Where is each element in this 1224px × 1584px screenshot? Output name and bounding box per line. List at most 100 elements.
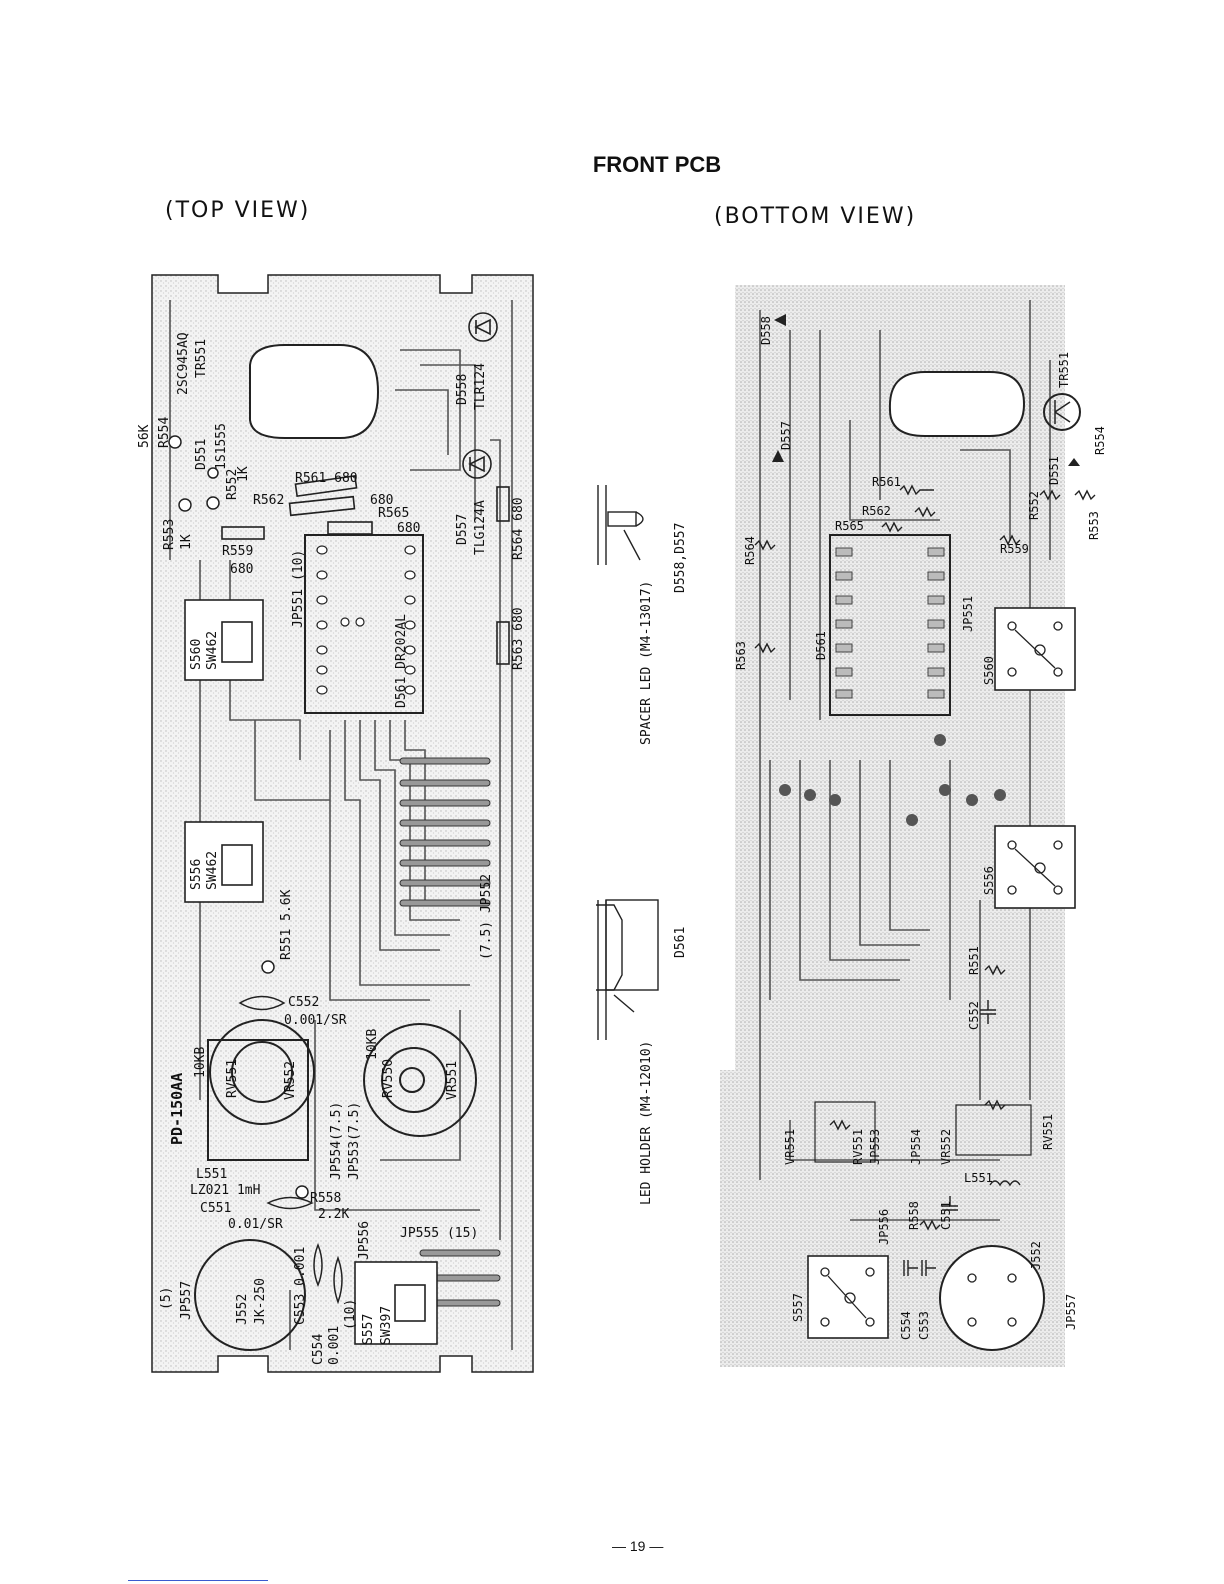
bv-label-jp556: JP556 <box>877 1209 891 1245</box>
spacer-led-parts: D558,D557 <box>673 523 688 593</box>
label-r551: R551 5.6K <box>279 889 294 960</box>
bv-label-c554: C554 <box>899 1311 913 1340</box>
label-r565: R565 <box>378 506 409 521</box>
label-56k: 56K <box>137 424 152 448</box>
page-title: FRONT PCB <box>592 152 722 177</box>
label-j552: J552 <box>235 1294 250 1325</box>
label-jk-250: JK-250 <box>253 1278 268 1325</box>
label-sw397: SW397 <box>379 1306 394 1345</box>
page-number: — 19 — <box>612 1538 664 1554</box>
bv-label-jp553: JP553 <box>868 1129 882 1165</box>
label-r558: R558 <box>310 1191 341 1206</box>
label-pd-150aa: PD-150AA <box>168 1073 186 1145</box>
label-c552-val: 0.001/SR <box>284 1013 347 1028</box>
bv-label-vr552: VR552 <box>939 1129 953 1165</box>
bv-label-r552: R552 <box>1027 491 1041 520</box>
center-detail <box>596 485 659 1040</box>
label-10kb-b: 10KB <box>365 1029 380 1060</box>
label-jp556: JP556 <box>357 1221 372 1260</box>
bottom-view-board: D558 TR551 R554 D557 D551 R561 R552 R562… <box>720 285 1107 1367</box>
spacer-led-label: SPACER LED (M4-13017) <box>639 581 654 745</box>
label-s556: S556 <box>189 859 204 890</box>
label-r563: R563 680 <box>511 607 526 670</box>
label-sw462-b: SW462 <box>205 851 220 890</box>
label-1k-b: 1K <box>179 534 194 550</box>
label-rv551: RV551 <box>225 1059 240 1098</box>
label-d561: D561 DR202AL <box>394 614 409 708</box>
label-tr551: TR551 <box>194 339 209 378</box>
label-rv550: RV550 <box>381 1059 396 1098</box>
led-holder-label: LED HOLDER (M4-12010) <box>639 1041 654 1205</box>
bv-label-j552: J552 <box>1029 1241 1043 1270</box>
label-s557: S557 <box>361 1314 376 1345</box>
label-r558-val: 2.2K <box>318 1207 349 1222</box>
bv-label-c552: C552 <box>967 1001 981 1030</box>
label-c551-val: 0.01/SR <box>228 1217 283 1232</box>
ic-d561-outline <box>304 534 424 714</box>
label-r562: R562 <box>253 493 284 508</box>
label-sw462-a: SW462 <box>205 631 220 670</box>
label-1k-a: 1K <box>236 466 251 482</box>
bv-label-s556: S556 <box>982 866 996 895</box>
label-r552: R552 <box>225 469 240 500</box>
label-c554: C554 <box>311 1334 326 1365</box>
label-r562-val: 680 <box>370 493 393 508</box>
bottom-view-label: (BOTTOM VIEW) <box>714 204 917 229</box>
bv-label-r564: R564 <box>743 536 757 565</box>
label-l551: L551 <box>196 1167 227 1182</box>
label-2sc945aq: 2SC945AQ <box>176 332 191 395</box>
label-s560: S560 <box>189 639 204 670</box>
bv-label-rv551-a: RV551 <box>851 1129 865 1165</box>
bv-label-c553: C553 <box>917 1311 931 1340</box>
label-c554-num: (10) <box>343 1299 358 1330</box>
label-jp555: JP555 (15) <box>400 1226 478 1241</box>
bv-label-jp554: JP554 <box>909 1129 923 1165</box>
bv-label-r562: R562 <box>862 504 891 518</box>
label-d558: D558 <box>455 374 470 405</box>
label-tlr124: TLR124 <box>473 363 488 410</box>
bv-label-jp551: JP551 <box>961 596 975 632</box>
bv-label-r554: R554 <box>1093 426 1107 455</box>
label-tlg124a: TLG124A <box>473 500 488 555</box>
bv-label-d558: D558 <box>759 316 773 345</box>
label-c554-val: 0.001 <box>327 1326 342 1365</box>
bv-label-d551: D551 <box>1047 456 1061 485</box>
top-view-board: 56K R554 2SC945AQ TR551 D551 1S1555 R552… <box>137 274 534 1373</box>
bv-label-jp557: JP557 <box>1064 1294 1078 1330</box>
bv-label-vr551: VR551 <box>783 1129 797 1165</box>
bv-label-d561: D561 <box>814 631 828 660</box>
bv-label-rv551-b: RV551 <box>1041 1114 1055 1150</box>
bv-label-l551: L551 <box>964 1171 993 1185</box>
bv-label-r565: R565 <box>835 519 864 533</box>
bv-label-s560: S560 <box>982 656 996 685</box>
top-view-label: (TOP VIEW) <box>165 198 311 223</box>
label-d551: D551 <box>194 439 209 470</box>
label-1s1555: 1S1555 <box>214 423 229 470</box>
bv-label-tr551: TR551 <box>1057 352 1071 388</box>
label-r559: R559 <box>222 544 253 559</box>
label-c552: C552 <box>288 995 319 1010</box>
label-vr551: VR551 <box>445 1061 460 1100</box>
led-holder-part: D561 <box>673 927 688 958</box>
bv-label-r553: R553 <box>1087 511 1101 540</box>
label-r565-val: 680 <box>397 521 420 536</box>
label-jp552: (7.5) JP552 <box>479 874 494 960</box>
bv-label-d557: D557 <box>779 421 793 450</box>
label-r554: R554 <box>157 417 172 448</box>
label-r553: R553 <box>162 519 177 550</box>
label-jp551: JP551 (10) <box>291 550 306 628</box>
label-jp557: JP557 <box>179 1281 194 1320</box>
bottom-link-underline <box>128 1580 268 1581</box>
label-c551: C551 <box>200 1201 231 1216</box>
label-jp557-num: (5) <box>159 1287 174 1310</box>
bv-label-r558: R558 <box>907 1201 921 1230</box>
label-jp553: JP553(7.5) <box>347 1102 362 1180</box>
bv-label-r561: R561 <box>872 475 901 489</box>
label-vr552: VR552 <box>283 1061 298 1100</box>
bv-label-c551: C551 <box>939 1201 953 1230</box>
label-c553: C553 0.001 <box>293 1247 308 1325</box>
label-10kb-a: 10KB <box>193 1047 208 1078</box>
label-lz021: LZ021 1mH <box>190 1183 260 1198</box>
bv-label-r563: R563 <box>734 641 748 670</box>
